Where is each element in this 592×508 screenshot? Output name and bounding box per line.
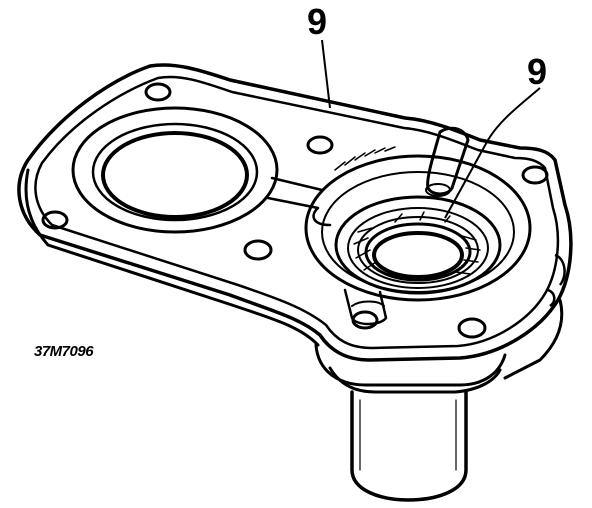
boss-outer	[304, 154, 532, 302]
left-bore-rim	[91, 122, 259, 222]
snout-collar-lower	[328, 366, 502, 394]
spigot-lug	[343, 288, 388, 326]
bolt-hole	[41, 210, 69, 230]
bolt-holes	[41, 82, 549, 339]
snout-collar	[314, 343, 507, 387]
bolt-hole	[243, 239, 273, 261]
leader-line-left	[321, 39, 331, 109]
seal-bore	[372, 231, 464, 279]
flange-thickness	[24, 168, 564, 380]
bolt-hole	[521, 165, 549, 185]
lever-base	[425, 183, 451, 197]
seal-ring-1	[334, 195, 502, 295]
left-bore-outer	[71, 106, 279, 234]
snout-highlight	[359, 399, 457, 471]
callout-9-gasket: 9	[307, 1, 328, 42]
seal-ring-2	[347, 207, 489, 289]
callout-9-seal: 9	[527, 51, 548, 92]
gasket-line	[34, 75, 560, 350]
figure-reference-code: 37M7096	[34, 343, 94, 360]
bolt-hole	[457, 317, 487, 339]
selector-lever	[426, 126, 470, 196]
spigot-lug-top	[351, 300, 385, 307]
bolt-hole	[351, 310, 379, 330]
left-bore-hole	[101, 131, 249, 219]
rib	[266, 176, 332, 227]
input-shaft-snout	[350, 390, 468, 502]
boss-ribbing	[334, 146, 396, 171]
seal-hatching	[353, 211, 481, 275]
leader-lines	[321, 39, 541, 219]
side-lug	[547, 253, 566, 308]
bolt-hole	[144, 82, 172, 102]
bolt-hole	[306, 135, 334, 155]
leader-line-right	[444, 87, 541, 219]
